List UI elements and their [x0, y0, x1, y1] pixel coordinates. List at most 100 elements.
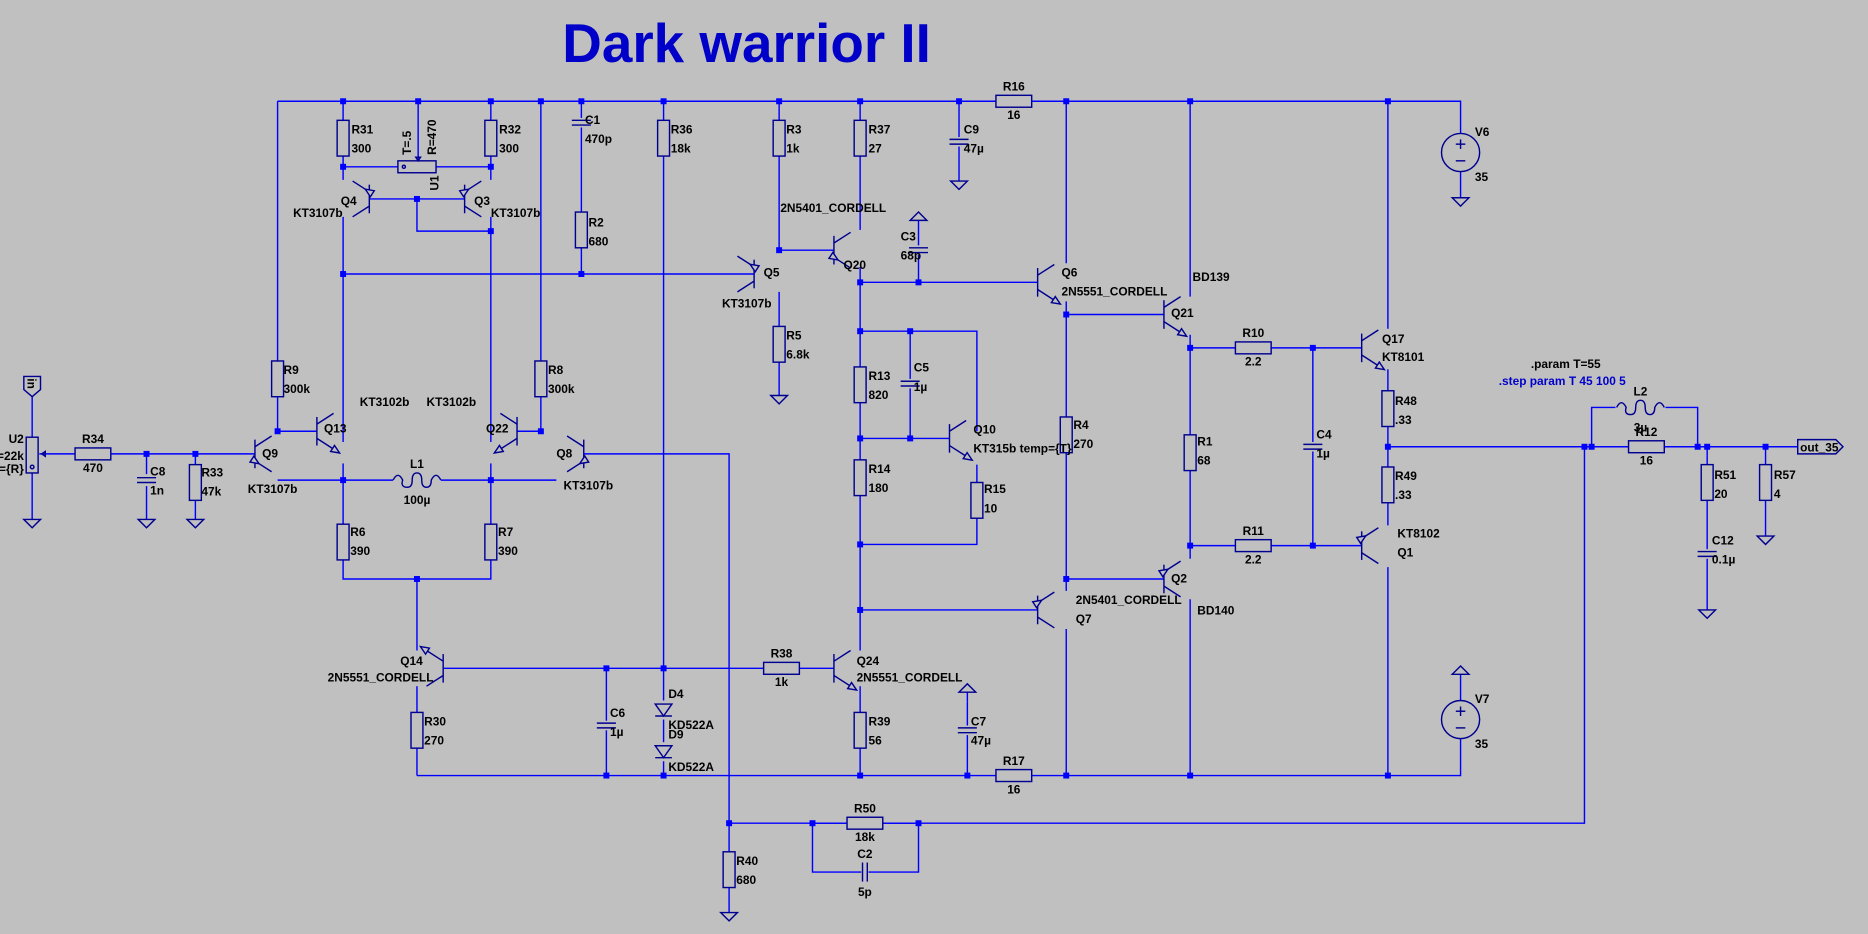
transistor-q9[interactable]	[248, 435, 273, 473]
capacitor-c4[interactable]	[1302, 443, 1324, 451]
resistor-r51[interactable]	[1700, 463, 1714, 502]
step-directive[interactable]: .step param T 45 100 5	[1499, 374, 1626, 388]
transistor-q3[interactable]	[458, 180, 482, 218]
transistor-q10[interactable]	[948, 419, 974, 462]
junction-dot	[487, 98, 494, 105]
resistor-r10[interactable]	[1234, 341, 1272, 355]
potentiometer-u2[interactable]	[25, 436, 46, 474]
value-r37: 27	[868, 141, 882, 155]
ref-u2: U2	[9, 432, 25, 446]
inductor-l2[interactable]	[1615, 397, 1665, 416]
resistor-r38[interactable]	[762, 661, 801, 676]
capacitor-c7[interactable]	[956, 726, 979, 734]
model-q24: 2N5551_CORDELL	[857, 670, 963, 684]
transistor-q17[interactable]	[1360, 329, 1386, 371]
transistor-q7[interactable]	[1031, 591, 1055, 629]
resistor-r3[interactable]	[772, 119, 786, 157]
diode-d4[interactable]	[653, 703, 674, 718]
transistor-q8[interactable]	[566, 435, 590, 473]
transistor-q24[interactable]	[833, 649, 859, 692]
resistor-r49[interactable]	[1381, 466, 1395, 504]
resistor-r36[interactable]	[656, 119, 671, 157]
transistor-q13[interactable]	[316, 412, 342, 454]
resistor-r15[interactable]	[970, 481, 984, 519]
capacitor-c8[interactable]	[135, 476, 158, 484]
voltage-source-v6[interactable]	[1440, 132, 1481, 173]
ground-icon	[136, 518, 157, 529]
resistor-r6[interactable]	[336, 523, 350, 561]
resistor-r1[interactable]	[1183, 434, 1197, 472]
output-port-icon[interactable]	[1796, 438, 1844, 455]
resistor-r34[interactable]	[74, 447, 112, 461]
value-v6: 35	[1475, 170, 1489, 184]
transistor-q14[interactable]	[418, 645, 444, 687]
transistor-q22[interactable]	[492, 412, 518, 454]
transistor-q5[interactable]	[737, 255, 761, 293]
value-c4: 1µ	[1316, 446, 1330, 460]
transistor-q4[interactable]	[352, 180, 376, 218]
capacitor-c12[interactable]	[1696, 550, 1718, 558]
resistor-r16[interactable]	[995, 94, 1033, 108]
capacitor-c5[interactable]	[899, 380, 921, 388]
resistor-r32[interactable]	[484, 119, 498, 157]
ref-c5: C5	[914, 361, 930, 375]
resistor-r31[interactable]	[336, 119, 350, 157]
value-c5: 1µ	[914, 380, 928, 394]
capacitor-c9[interactable]	[948, 138, 970, 146]
wire	[729, 446, 1586, 824]
ref-r57: R57	[1774, 468, 1796, 482]
value-u1-t: T=.5	[400, 130, 414, 155]
ground-icon	[22, 518, 43, 529]
resistor-r39[interactable]	[853, 711, 867, 749]
value-r32: 300	[499, 141, 519, 155]
resistor-r4[interactable]	[1059, 416, 1073, 454]
value-c7: 47µ	[971, 734, 991, 748]
param-directive[interactable]: .param T=55	[1531, 357, 1601, 371]
junction-dot	[340, 271, 347, 277]
resistor-r37[interactable]	[853, 119, 867, 157]
capacitor-c1[interactable]	[570, 119, 593, 127]
ref-c6: C6	[610, 706, 626, 720]
input-port-icon[interactable]	[23, 375, 42, 398]
resistor-r50[interactable]	[846, 816, 884, 830]
resistor-r48[interactable]	[1381, 390, 1395, 428]
resistor-r7[interactable]	[484, 523, 498, 561]
transistor-q2[interactable]	[1157, 560, 1181, 598]
voltage-source-v7[interactable]	[1440, 699, 1481, 740]
transistor-q6[interactable]	[1036, 263, 1062, 306]
resistor-r2[interactable]	[574, 211, 589, 249]
junction-dot	[907, 435, 914, 442]
ref-q7: Q7	[1076, 612, 1092, 626]
resistor-r40[interactable]	[722, 851, 736, 889]
capacitor-c6[interactable]	[595, 721, 618, 730]
resistor-r5[interactable]	[772, 325, 786, 363]
resistor-r57[interactable]	[1758, 463, 1773, 502]
junction-dot	[776, 98, 783, 105]
diode-d9[interactable]	[653, 745, 674, 759]
resistor-r9[interactable]	[270, 360, 285, 398]
resistor-r8[interactable]	[534, 360, 548, 398]
inductor-l1[interactable]	[392, 470, 442, 488]
junction-dot	[537, 98, 544, 105]
capacitor-c2[interactable]	[861, 861, 869, 883]
junction-dot	[1063, 576, 1070, 582]
wire	[860, 518, 978, 546]
model-q7: 2N5401_CORDELL	[1076, 593, 1182, 607]
transistor-q20[interactable]	[827, 231, 851, 269]
ref-q4: Q4	[341, 194, 357, 208]
ref-r48: R48	[1395, 394, 1417, 408]
resistor-r11[interactable]	[1234, 538, 1272, 553]
value-r3: 1k	[786, 141, 800, 155]
resistor-r17[interactable]	[995, 768, 1033, 783]
transistor-q21[interactable]	[1163, 296, 1189, 338]
resistor-r12[interactable]	[1627, 440, 1665, 454]
resistor-r13[interactable]	[853, 366, 867, 404]
transistor-q1[interactable]	[1355, 527, 1379, 565]
ref-q2: Q2	[1171, 572, 1187, 586]
resistor-r33[interactable]	[188, 463, 203, 502]
capacitor-c3[interactable]	[907, 246, 930, 254]
resistor-r30[interactable]	[410, 711, 424, 749]
potentiometer-u1[interactable]	[397, 156, 437, 174]
resistor-r14[interactable]	[853, 459, 867, 497]
